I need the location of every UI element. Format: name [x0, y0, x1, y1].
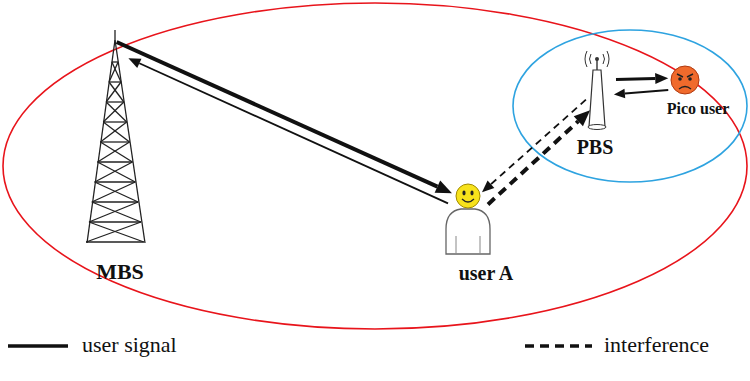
pbs-antenna — [585, 51, 609, 130]
user-node: Pico user — [650, 62, 746, 118]
tower-symbol — [86, 30, 145, 243]
pico-user-face — [671, 66, 699, 94]
tower-brace — [109, 62, 118, 82]
tower-brace — [106, 102, 127, 122]
arrow-head — [482, 180, 494, 192]
tower-rung — [106, 101, 124, 102]
tower-brace — [98, 142, 130, 162]
tower-rung — [112, 61, 118, 62]
tower-rung — [95, 181, 136, 182]
signal-line — [616, 77, 655, 81]
tower-rung — [100, 141, 129, 142]
tower-rung — [89, 221, 141, 222]
arrow-head — [574, 110, 590, 126]
arrow-head — [614, 89, 625, 98]
tower-brace — [103, 122, 129, 142]
legend-solid-sample — [8, 344, 68, 348]
node-label: PBS — [577, 136, 614, 158]
station-node: MBS — [78, 36, 162, 284]
tower-brace — [98, 162, 136, 182]
user-node: user A — [436, 182, 536, 284]
signal-arrow — [616, 73, 668, 84]
tower-rung — [86, 241, 144, 242]
arrow-head — [655, 73, 668, 84]
tower-rung — [92, 201, 138, 202]
interference-line — [488, 121, 578, 204]
signal-line — [625, 90, 668, 94]
tower-brace — [92, 182, 135, 202]
signal-arrow — [117, 42, 452, 193]
station-node: PBS — [560, 52, 630, 158]
arrow-head — [128, 58, 141, 68]
tower-rung — [103, 121, 126, 122]
tower-brace — [86, 222, 141, 242]
tower-brace — [100, 122, 126, 142]
node-label: user A — [459, 262, 514, 284]
tower-brace — [103, 102, 124, 122]
tower-brace — [109, 82, 124, 102]
signal-arrow — [128, 58, 448, 203]
signal-arrow — [488, 110, 590, 204]
tower-brace — [89, 202, 138, 222]
node-label: Pico user — [667, 100, 730, 118]
legend-text: user signal — [82, 333, 177, 357]
signal-line — [117, 42, 438, 187]
tower-brace — [92, 202, 141, 222]
signal-line — [139, 63, 448, 203]
signal-arrow — [614, 89, 668, 98]
node-label: MBS — [96, 260, 144, 284]
legend-text: interference — [604, 333, 709, 357]
tower-brace — [106, 82, 121, 102]
tower-rung — [98, 161, 133, 162]
tower-brace — [95, 162, 133, 182]
tower-brace — [89, 222, 144, 242]
macro-cell — [3, 3, 747, 329]
user-a-icon — [446, 184, 490, 254]
pico-cell — [513, 30, 747, 182]
tower-brace — [95, 182, 138, 202]
interference-line — [491, 100, 586, 185]
tower-rung — [109, 81, 121, 82]
legend-dashed-sample — [525, 344, 592, 348]
signal-arrow — [482, 100, 586, 193]
tower-brace — [100, 142, 132, 162]
arrow-head — [435, 180, 452, 193]
